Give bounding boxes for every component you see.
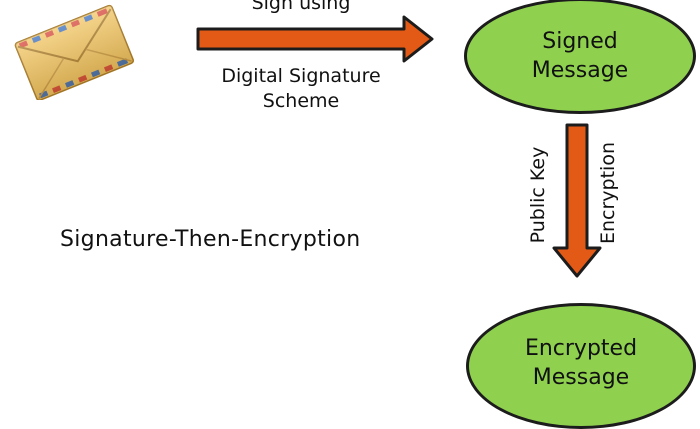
node-encrypted-line2: Message [532,365,630,390]
vertical-arrow [552,123,602,278]
node-signed-line1: Signed [542,29,618,54]
arrow-label-bottom: Digital Signature Scheme [196,64,406,114]
arrow-label-bottom-line1: Digital Signature [221,65,381,87]
arrow-label-right: Encryption [597,142,619,245]
node-encrypted-message: Encrypted Message [466,303,696,429]
node-encrypted-line1: Encrypted [524,336,638,361]
arrow-label-left: Public Key [527,146,549,244]
arrow-label-top: Sign using [251,0,351,14]
arrow-label-bottom-line2: Scheme [262,90,340,112]
diagram-title: Signature-Then-Encryption [60,227,361,252]
horizontal-arrow [196,15,434,63]
envelope-icon [14,4,135,100]
node-signed-message: Signed Message [464,0,696,114]
node-signed-line2: Message [531,58,629,83]
